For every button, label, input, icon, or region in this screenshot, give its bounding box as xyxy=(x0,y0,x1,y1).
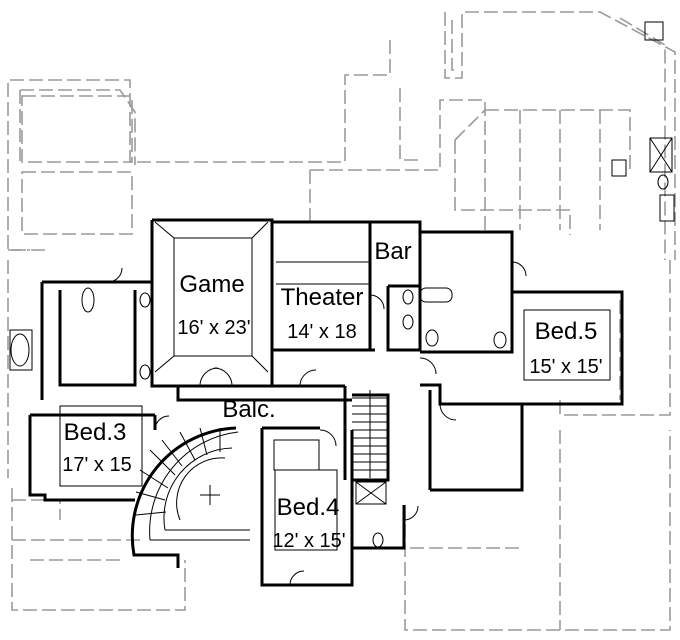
door-swings xyxy=(107,261,527,586)
room-dims-bed3: 17' x 15 xyxy=(62,454,131,476)
room-label-bar: Bar xyxy=(374,238,411,265)
room-dims-game: 16' x 23' xyxy=(177,317,250,339)
fixture-lines xyxy=(9,21,675,551)
stair-treads xyxy=(352,390,388,478)
spiral-stair xyxy=(135,427,250,541)
room-dims-bed4: 12' x 15' xyxy=(272,530,345,552)
room-label-balc: Balc. xyxy=(222,396,275,423)
room-dims-bed5: 15' x 15' xyxy=(529,356,602,378)
room-label-bed5: Bed.5 xyxy=(535,318,598,345)
room-label-bed4: Bed.4 xyxy=(277,494,340,521)
room-dims-theater: 14' x 18 xyxy=(287,321,356,343)
room-label-theater: Theater xyxy=(281,284,364,311)
room-labels: Game 16' x 23' Theater 14' x 18 Bar Bed.… xyxy=(62,238,602,552)
room-label-bed3: Bed.3 xyxy=(64,419,127,446)
room-label-game: Game xyxy=(179,271,244,298)
